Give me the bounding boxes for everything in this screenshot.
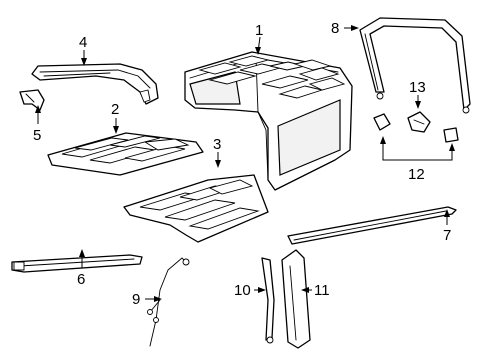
part-10-pillar-seal: [261, 257, 275, 344]
callout-5: 5: [33, 127, 41, 144]
callout-3: 3: [213, 136, 221, 153]
callout-labels: 1 2 3 4 5 6 7 8 9 10 11 12 13: [33, 20, 451, 308]
callout-12: 12: [408, 166, 425, 183]
part-1-hardtop: [184, 51, 353, 191]
part-4-roof-rail: [31, 63, 159, 105]
callout-4: 4: [79, 34, 87, 51]
part-9-wiring-harness: [147, 257, 190, 347]
callout-8: 8: [331, 20, 339, 37]
part-8-door-seal: [359, 17, 471, 114]
part-12-fasteners: [373, 113, 459, 143]
callout-1: 1: [255, 22, 263, 39]
leader-lines: [35, 25, 455, 302]
part-3-rear-panel: [123, 174, 269, 243]
callout-6: 6: [77, 271, 85, 288]
part-13-clip: [407, 111, 431, 133]
callout-11: 11: [314, 282, 330, 299]
part-2-front-panel: [47, 132, 204, 176]
callout-13: 13: [409, 79, 426, 96]
part-6-rail-strip: [11, 254, 143, 273]
part-5-bracket: [19, 89, 45, 111]
part-11-pillar-trim: [281, 249, 311, 349]
callout-9: 9: [132, 291, 140, 308]
callout-10: 10: [234, 282, 251, 299]
callout-2: 2: [111, 101, 119, 118]
callout-7: 7: [443, 227, 451, 244]
part-7-side-strip: [287, 206, 457, 245]
